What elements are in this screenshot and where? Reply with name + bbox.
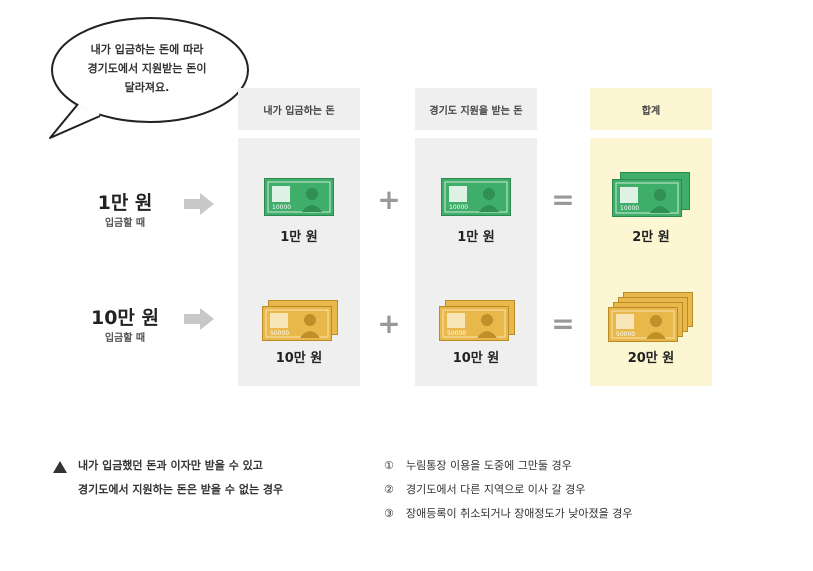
warning-icon [53, 461, 67, 473]
row1-deposit-amount: 1만 원 [280, 230, 318, 245]
row1-amount: 1만 원 [97, 192, 153, 214]
row1-sub: 입금할 때 [104, 218, 146, 229]
bubble-line-1: 내가 입금하는 돈에 따라 [90, 43, 204, 56]
bill-denomination: 10000 [620, 205, 639, 212]
row2-support-amount: 10만 원 [452, 351, 500, 366]
row2-total-amount: 20만 원 [627, 351, 675, 366]
banknote-stack-icon: 10000 [612, 172, 690, 217]
row1-total-amount: 2만 원 [632, 230, 670, 245]
arrow-right-icon [184, 193, 214, 215]
case-text: 장애등록이 취소되거나 장애정도가 낮아졌을 경우 [406, 507, 633, 520]
case-text: 누림통장 이용을 도중에 그만둘 경우 [406, 459, 572, 472]
plus-sign: + [377, 307, 401, 340]
bill-denomination: 50000 [270, 330, 289, 337]
warning-line-1: 내가 입금했던 돈과 이자만 받을 수 있고 [78, 459, 263, 472]
bill-denomination: 10000 [272, 204, 291, 211]
row1-support-amount: 1만 원 [457, 230, 495, 245]
equals-sign: = [551, 183, 575, 216]
case-number: ① [384, 459, 394, 472]
case-number: ② [384, 483, 394, 496]
bill-denomination: 50000 [447, 330, 466, 337]
case-number: ③ [384, 507, 394, 520]
case-text: 경기도에서 다른 지역으로 이사 갈 경우 [406, 483, 586, 496]
total-column-header: 합계 [590, 88, 712, 130]
case-item-1: ① 누림통장 이용을 도중에 그만둘 경우 [384, 454, 572, 478]
speech-bubble [49, 17, 249, 139]
row2-amount: 10만 원 [90, 307, 159, 329]
banknote-stack-icon: 50000 [608, 292, 693, 342]
support-column-header: 경기도 지원을 받는 돈 [415, 88, 537, 130]
case-item-3: ③ 장애등록이 취소되거나 장애정도가 낮아졌을 경우 [384, 502, 633, 526]
arrow-right-icon [184, 308, 214, 330]
case-item-2: ② 경기도에서 다른 지역으로 이사 갈 경우 [384, 478, 585, 502]
row2-sub: 입금할 때 [104, 333, 146, 344]
equals-sign: = [551, 307, 575, 340]
plus-sign: + [377, 183, 401, 216]
bubble-line-3: 달라져요. [124, 81, 170, 94]
deposit-column-header: 내가 입금하는 돈 [238, 88, 360, 130]
row2-deposit-amount: 10만 원 [275, 351, 323, 366]
bill-denomination: 10000 [449, 204, 468, 211]
banknote-50000-icon: 50000 [262, 300, 338, 341]
warning-line-2: 경기도에서 지원하는 돈은 받을 수 없는 경우 [78, 483, 284, 496]
bill-denomination: 50000 [616, 331, 635, 338]
banknote-50000-icon: 50000 [439, 300, 515, 341]
banknote-10000-icon: 10000 [441, 178, 511, 216]
banknote-10000-icon: 10000 [264, 178, 334, 216]
bubble-line-2: 경기도에서 지원받는 돈이 [87, 62, 207, 75]
